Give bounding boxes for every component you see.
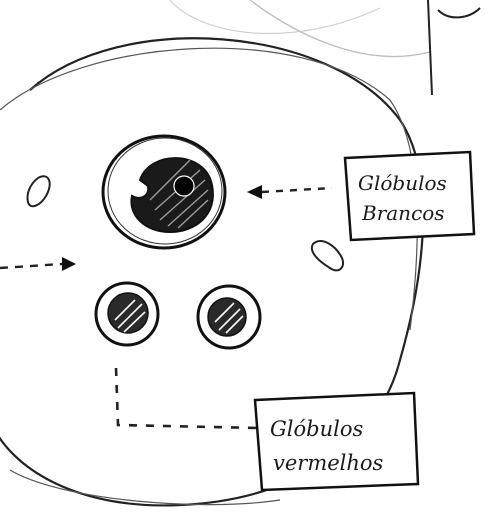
platelet-right xyxy=(312,241,343,270)
white-blood-cell-nucleolus xyxy=(174,176,194,196)
red-cells-label-box: Glóbulos vermelhos xyxy=(255,393,418,490)
red-blood-cell-right xyxy=(198,286,260,348)
incoming-arrow-line xyxy=(0,264,62,268)
red-blood-cell-left xyxy=(96,283,158,345)
red-cells-label-line2: vermelhos xyxy=(273,451,384,475)
white-cells-label-box: Glóbulos Brancos xyxy=(345,152,474,240)
white-cells-pointer xyxy=(247,185,332,199)
platelet-left xyxy=(27,176,49,206)
red-cells-pointer xyxy=(116,368,258,428)
white-cells-pointer-line xyxy=(262,188,332,192)
incoming-arrow-head xyxy=(62,257,76,271)
white-cells-label-line1: Glóbulos xyxy=(358,171,447,195)
red-blood-cell-left-inner xyxy=(108,293,148,333)
white-cells-pointer-head xyxy=(247,185,262,199)
red-cells-label-frame xyxy=(255,393,418,490)
outer-sample-boundary-sketch-2 xyxy=(10,470,280,505)
white-cells-label-line2: Brancos xyxy=(361,201,445,225)
red-blood-cell-right-inner xyxy=(208,298,246,336)
corner-sketch-bracket xyxy=(428,0,480,95)
white-blood-cell xyxy=(103,136,225,248)
incoming-arrow xyxy=(0,257,76,271)
white-cells-label-frame xyxy=(345,152,474,240)
red-cells-label-line1: Glóbulos xyxy=(270,417,363,441)
